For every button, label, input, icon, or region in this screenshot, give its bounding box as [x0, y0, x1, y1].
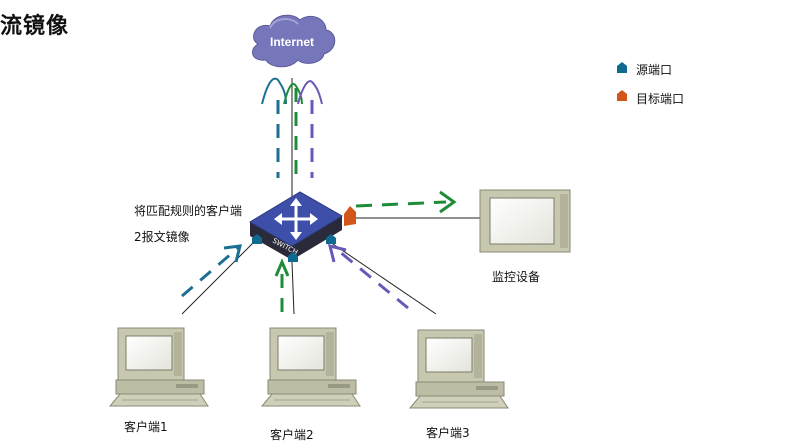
client3-link-line — [329, 241, 437, 315]
client2-link-line — [291, 261, 295, 315]
client2-computer-icon — [261, 327, 361, 407]
client1-flow-to-internet — [261, 77, 287, 105]
client3-computer-icon — [409, 329, 509, 409]
client1-computer-icon — [109, 327, 209, 407]
mirror-flow-arrow — [355, 200, 447, 208]
monitor-device-icon — [479, 189, 571, 253]
client3-label: 客户端3 — [426, 426, 470, 440]
client3-flow-to-internet — [297, 80, 323, 105]
internet-cloud-icon: Internet — [251, 14, 336, 68]
page-title: 流镜像 — [0, 14, 70, 39]
client2-arrowhead — [274, 258, 290, 277]
destination-port-legend-icon — [617, 90, 627, 101]
client3-arrowhead — [327, 243, 347, 263]
switch-icon: SWITCH — [249, 191, 343, 260]
annotation-line-1: 将匹配规则的客户端 — [134, 204, 243, 218]
source-port-legend-icon — [617, 62, 627, 73]
client2-flow-to-internet — [283, 83, 303, 105]
monitor-label: 监控设备 — [492, 270, 541, 284]
client1-flow-arrow — [181, 246, 239, 298]
client3-flow-arrow — [339, 250, 409, 310]
cloud-label: Internet — [270, 35, 314, 49]
legend-destination-port-label: 目标端口 — [636, 92, 685, 106]
source-port-marker-3 — [326, 234, 336, 244]
client1-arrowhead — [223, 244, 242, 263]
mirror-arrowhead — [439, 190, 457, 214]
destination-port-marker — [344, 206, 356, 226]
annotation-line-2: 2报文镜像 — [134, 230, 190, 244]
client1-link-line — [181, 239, 257, 315]
client2-label: 客户端2 — [270, 428, 314, 442]
source-port-marker-2 — [288, 252, 298, 262]
legend-source-port-label: 源端口 — [636, 63, 673, 77]
source-port-marker-1 — [252, 234, 262, 244]
client1-label: 客户端1 — [124, 420, 168, 434]
